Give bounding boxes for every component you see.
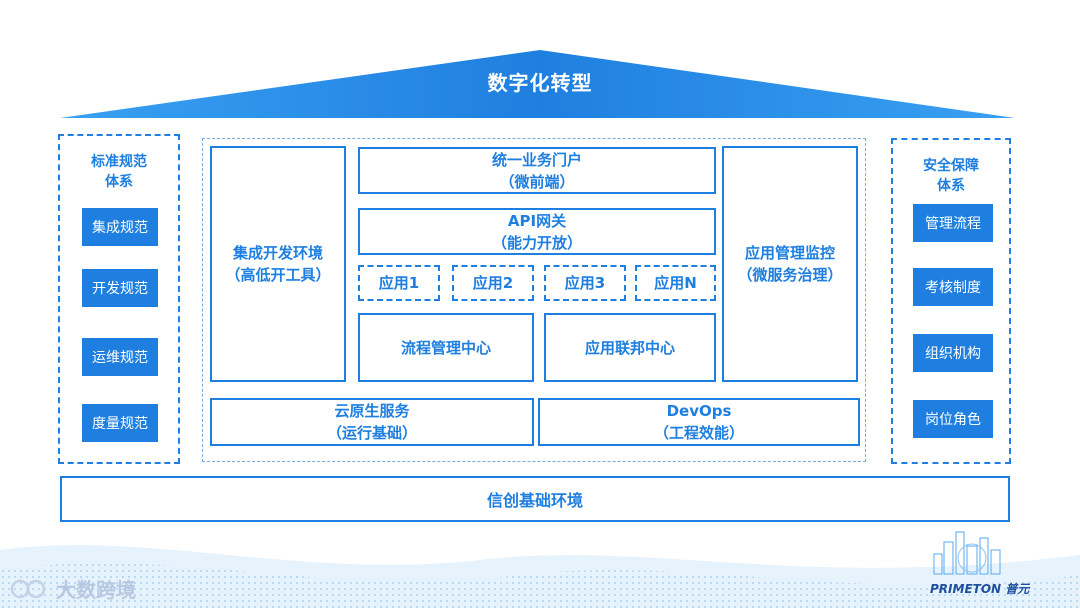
app-label: 应用3	[565, 272, 605, 294]
left-logo-text: 大数跨境	[56, 574, 136, 603]
app-box: 应用1	[358, 265, 440, 301]
security-item: 考核制度	[913, 268, 993, 306]
gateway-line1: API网关	[508, 210, 566, 232]
monitor-box: 应用管理监控 （微服务治理）	[722, 146, 858, 382]
app-label: 应用2	[473, 272, 513, 294]
app-box: 应用N	[635, 265, 716, 301]
standards-title-line1: 标准规范	[60, 152, 178, 172]
base-environment-bar: 信创基础环境	[60, 476, 1010, 522]
federation-center-box: 应用联邦中心	[544, 313, 716, 382]
security-item: 岗位角色	[913, 400, 993, 438]
standards-title-line2: 体系	[60, 172, 178, 192]
standard-item: 度量规范	[82, 404, 158, 442]
portal-box: 统一业务门户 （微前端）	[358, 147, 716, 194]
dev-env-line1: 集成开发环境	[233, 242, 323, 264]
dev-env-line2: （高低开工具）	[225, 264, 330, 286]
roof-shape	[0, 0, 1080, 125]
standards-panel: 标准规范 体系 集成规范 开发规范 运维规范 度量规范	[58, 134, 180, 464]
gateway-line2: （能力开放）	[492, 232, 582, 254]
cloud-native-line1: 云原生服务	[334, 400, 409, 422]
standard-item: 运维规范	[82, 338, 158, 376]
app-box: 应用2	[452, 265, 534, 301]
federation-center-label: 应用联邦中心	[585, 337, 675, 359]
process-center-label: 流程管理中心	[401, 337, 491, 359]
right-logo: PRIMETON 普元	[930, 580, 1029, 597]
dev-env-box: 集成开发环境 （高低开工具）	[210, 146, 346, 382]
portal-line2: （微前端）	[499, 171, 574, 193]
standard-item: 开发规范	[82, 269, 158, 307]
security-title-line2: 体系	[893, 176, 1009, 196]
cloud-native-line2: （运行基础）	[327, 422, 417, 444]
app-box: 应用3	[544, 265, 626, 301]
security-panel: 安全保障 体系 管理流程 考核制度 组织机构 岗位角色	[891, 138, 1011, 464]
wave-decoration	[0, 520, 1080, 608]
app-label: 应用N	[654, 272, 697, 294]
city-skyline-icon	[930, 528, 1010, 576]
page-title: 数字化转型	[0, 67, 1080, 96]
left-logo: 大数跨境	[10, 574, 136, 603]
process-center-box: 流程管理中心	[358, 313, 534, 382]
security-item: 管理流程	[913, 204, 993, 242]
brand-mark-icon	[10, 578, 50, 600]
security-item: 组织机构	[913, 334, 993, 372]
standard-item: 集成规范	[82, 208, 158, 246]
gateway-box: API网关 （能力开放）	[358, 208, 716, 255]
cloud-native-box: 云原生服务 （运行基础）	[210, 398, 534, 446]
devops-line1: DevOps	[667, 400, 732, 422]
portal-line1: 统一业务门户	[492, 149, 582, 171]
monitor-line1: 应用管理监控	[745, 242, 835, 264]
security-title-line1: 安全保障	[893, 156, 1009, 176]
monitor-line2: （微服务治理）	[737, 264, 842, 286]
base-environment-label: 信创基础环境	[487, 487, 583, 511]
devops-box: DevOps （工程效能）	[538, 398, 860, 446]
devops-line2: （工程效能）	[654, 422, 744, 444]
app-label: 应用1	[379, 272, 419, 294]
